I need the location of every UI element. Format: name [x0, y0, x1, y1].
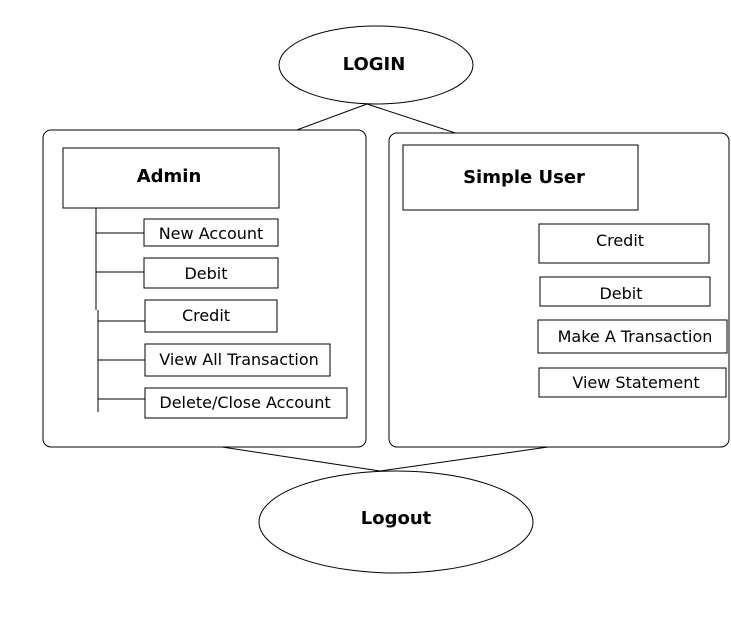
simple-user-panel: Simple User Credit Debit Make A Transact…	[388, 132, 730, 448]
connector-user-logout	[379, 446, 549, 472]
admin-item-label: View All Transaction	[159, 350, 319, 369]
logout-label: Logout	[361, 508, 432, 529]
connector-admin-logout	[221, 446, 381, 472]
simple-user-title-box	[402, 144, 639, 211]
user-item-label: Make A Transaction	[558, 327, 713, 346]
admin-item-delete-close-account	[144, 387, 348, 419]
admin-item-label: New Account	[159, 224, 264, 243]
logout-node: Logout	[258, 470, 534, 574]
login-label: LOGIN	[343, 54, 406, 75]
admin-item-debit	[143, 257, 279, 289]
admin-panel: Admin New Account Debit Credit View All …	[42, 129, 367, 448]
admin-item-label: Delete/Close Account	[159, 393, 330, 412]
user-item-view-statement	[538, 367, 727, 398]
login-node: LOGIN	[278, 25, 474, 105]
admin-item-label: Debit	[184, 264, 227, 283]
simple-user-title: Simple User	[463, 167, 585, 188]
user-item-credit	[538, 223, 710, 264]
admin-item-view-all-transaction	[144, 343, 331, 377]
admin-item-label: Credit	[182, 306, 230, 325]
admin-item-credit	[144, 299, 278, 333]
admin-title: Admin	[137, 166, 202, 187]
user-item-debit	[539, 276, 711, 307]
admin-item-new-account	[143, 218, 279, 247]
user-item-label: Debit	[599, 284, 642, 303]
user-item-label: View Statement	[572, 373, 699, 392]
admin-title-box	[62, 147, 280, 209]
user-item-make-a-transaction	[537, 319, 728, 354]
user-item-label: Credit	[596, 231, 644, 250]
